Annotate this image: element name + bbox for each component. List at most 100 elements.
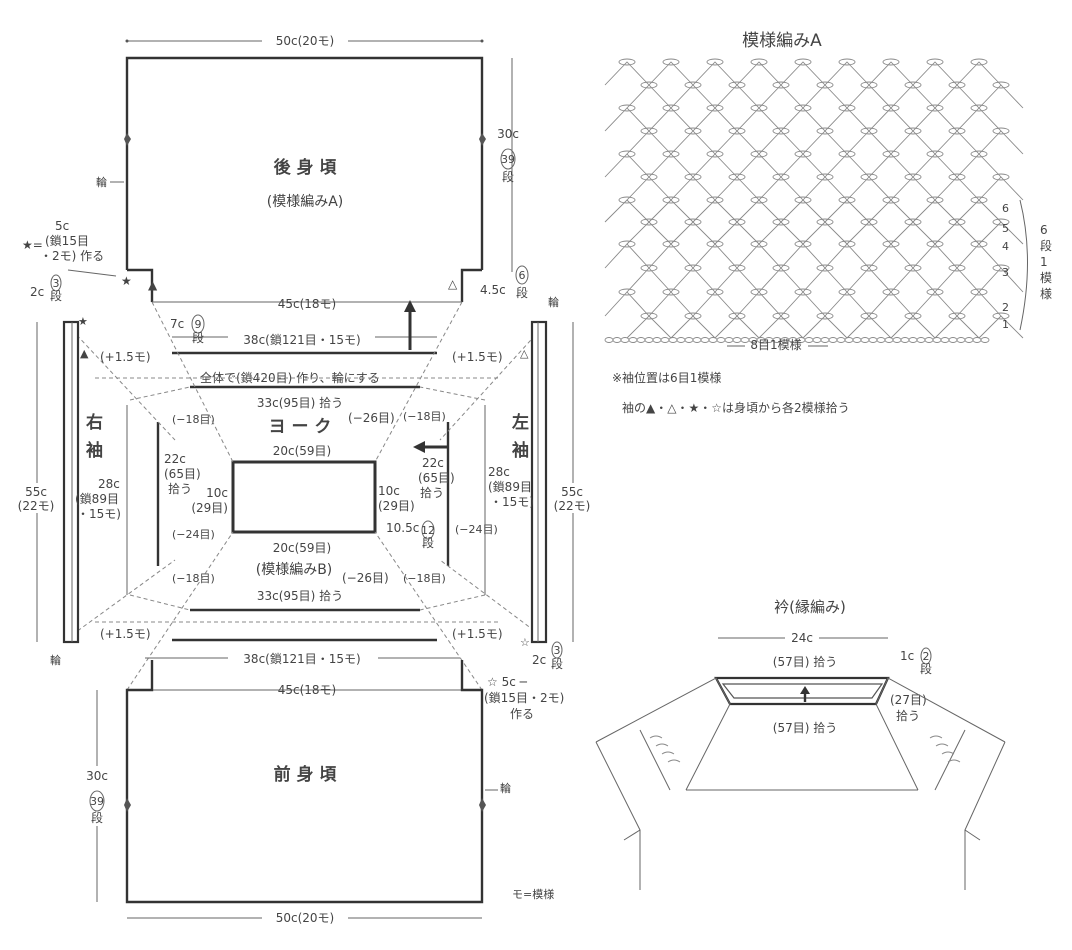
chain-mark bbox=[618, 240, 636, 248]
stitch-mark bbox=[604, 291, 650, 317]
chain-mark bbox=[860, 264, 878, 272]
foundation-chain bbox=[916, 337, 926, 343]
chain-mark bbox=[970, 104, 988, 112]
svg-text:☆: ☆ bbox=[520, 636, 530, 649]
stitch-mark bbox=[736, 291, 782, 317]
svg-text:33c(95目) 拾う: 33c(95目) 拾う bbox=[257, 395, 343, 410]
stitch-mark bbox=[824, 199, 870, 223]
stitch-mark bbox=[670, 221, 716, 245]
stitch-mark bbox=[912, 107, 958, 132]
stitch-mark bbox=[846, 315, 892, 339]
stitch-mark bbox=[758, 221, 804, 245]
svg-text:(−18目): (−18目) bbox=[403, 572, 446, 585]
chain-mark bbox=[706, 240, 724, 248]
stitch-mark bbox=[956, 153, 1002, 178]
chain-mark bbox=[640, 173, 658, 181]
stitch-mark bbox=[626, 84, 672, 109]
chain-mark bbox=[750, 58, 768, 66]
chain-mark bbox=[860, 127, 878, 135]
svg-text:22c: 22c bbox=[422, 456, 444, 470]
chain-mark bbox=[794, 104, 812, 112]
back-height: 30c bbox=[497, 127, 519, 141]
chain-mark bbox=[662, 196, 680, 204]
svg-text:28c: 28c bbox=[98, 477, 120, 491]
chain-mark bbox=[684, 312, 702, 320]
stitch-mark bbox=[978, 84, 1024, 109]
back-shoulder: 4.5c bbox=[480, 283, 506, 297]
chain-mark bbox=[640, 312, 658, 320]
hollow-star-note: ☆ 5c ─ (鎖15目・2モ) 作る bbox=[484, 675, 564, 721]
foundation-chain bbox=[612, 337, 622, 343]
stitch-mark bbox=[824, 61, 870, 86]
star-mark: ★ bbox=[121, 274, 132, 288]
svg-text:7c: 7c bbox=[170, 317, 184, 331]
stitch-mark bbox=[692, 107, 738, 132]
stitch-mark bbox=[934, 267, 980, 293]
stitch-mark bbox=[846, 176, 892, 201]
chain-mark bbox=[772, 312, 790, 320]
stitch-mark bbox=[648, 107, 694, 132]
chain-mark bbox=[772, 127, 790, 135]
svg-text:模: 模 bbox=[1040, 271, 1052, 285]
stitch-mark bbox=[868, 107, 914, 132]
stitch-mark bbox=[780, 61, 826, 86]
stitch-mark bbox=[890, 267, 936, 293]
stitch-mark bbox=[758, 176, 804, 201]
svg-text:9: 9 bbox=[195, 318, 202, 331]
svg-text:3: 3 bbox=[1002, 266, 1009, 279]
stitch-mark bbox=[912, 243, 958, 269]
stitch-mark bbox=[978, 267, 1024, 293]
yoke-title: ヨ ー ク bbox=[269, 417, 332, 437]
chain-mark bbox=[970, 288, 988, 296]
stitch-mark bbox=[780, 243, 826, 269]
left-sleeve: 左 袖 28c (鎖89目 ・15モ) 55c (22モ) △ 輪 ☆ 2c 3… bbox=[484, 295, 592, 671]
stitch-mark bbox=[978, 315, 1024, 339]
svg-text:1: 1 bbox=[1040, 255, 1048, 269]
stitch-mark bbox=[934, 130, 980, 155]
svg-text:段: 段 bbox=[516, 285, 528, 300]
svg-text:(−18目): (−18目) bbox=[403, 410, 446, 423]
chain-mark bbox=[662, 58, 680, 66]
pattern-note-1: ※袖位置は6目1模様 bbox=[612, 370, 721, 385]
chain-mark bbox=[970, 196, 988, 204]
stitch-mark bbox=[956, 291, 1002, 317]
svg-text:△: △ bbox=[448, 277, 458, 291]
stitch-mark bbox=[912, 153, 958, 178]
chain-mark bbox=[772, 264, 790, 272]
svg-text:拾う: 拾う bbox=[896, 708, 920, 723]
foundation-chain bbox=[844, 337, 854, 343]
chain-mark bbox=[970, 150, 988, 158]
svg-text:▲: ▲ bbox=[80, 347, 89, 360]
chain-mark bbox=[706, 150, 724, 158]
chain-mark bbox=[904, 264, 922, 272]
foundation-chain bbox=[900, 337, 910, 343]
stitch-mark bbox=[648, 199, 694, 223]
stitch-mark bbox=[758, 315, 804, 339]
chain-mark bbox=[618, 58, 636, 66]
foundation-chain bbox=[724, 337, 734, 343]
stitch-mark bbox=[846, 130, 892, 155]
chain-mark bbox=[904, 81, 922, 89]
mo-note: モ=模様 bbox=[512, 887, 554, 901]
stitch-mark bbox=[758, 130, 804, 155]
left-sleeve-2: 袖 bbox=[512, 440, 529, 461]
front-body: 前 身 頃 輪 30c 39 段 モ=模様 50c(20モ) bbox=[80, 660, 554, 926]
chain-mark bbox=[992, 127, 1010, 135]
sleeve-stitch-mark bbox=[935, 743, 949, 747]
svg-text:(−24目): (−24目) bbox=[455, 523, 498, 536]
chain-mark bbox=[882, 104, 900, 112]
foundation-chain bbox=[652, 337, 662, 343]
svg-text:55c: 55c bbox=[561, 485, 583, 499]
chain-mark bbox=[728, 264, 746, 272]
chain-mark bbox=[838, 196, 856, 204]
star-note: ★= 5c (鎖15目 ・2モ) 作る ★ ▲ △ 2c 3 段 bbox=[22, 219, 458, 303]
chain-mark bbox=[838, 150, 856, 158]
chain-mark bbox=[948, 312, 966, 320]
svg-text:6: 6 bbox=[1002, 202, 1009, 215]
stitch-mark bbox=[824, 153, 870, 178]
outer-38-bottom: 38c(鎖121目・15モ) bbox=[243, 651, 360, 666]
chain-mark bbox=[904, 127, 922, 135]
chain-mark bbox=[794, 288, 812, 296]
foundation-chain bbox=[740, 337, 750, 343]
chain-mark bbox=[728, 312, 746, 320]
